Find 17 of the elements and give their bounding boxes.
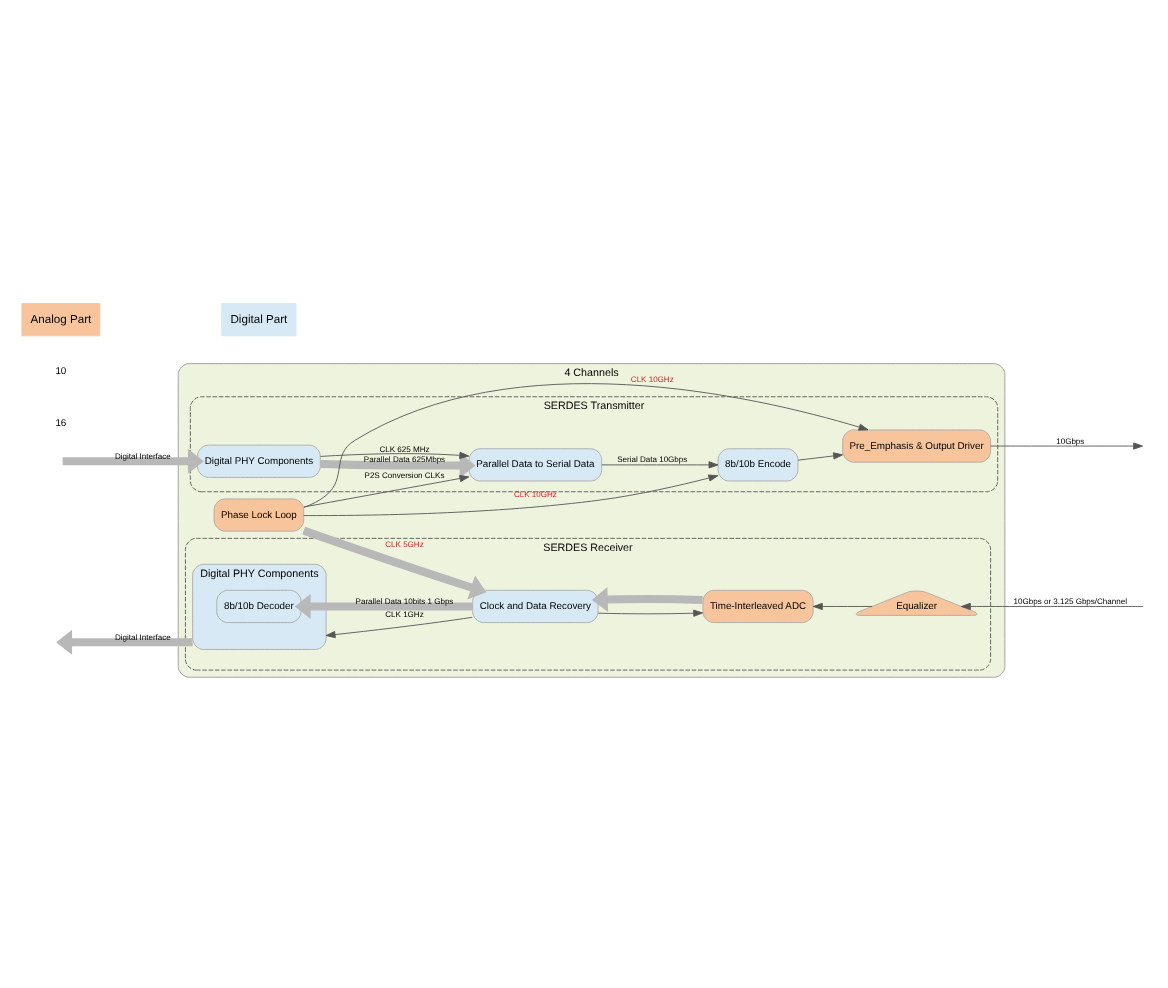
arrow bbox=[319, 451, 470, 459]
arrow bbox=[990, 442, 1144, 450]
arrow bbox=[303, 474, 470, 508]
arrow bbox=[294, 593, 473, 619]
arrow bbox=[325, 616, 473, 639]
arrow bbox=[797, 452, 843, 461]
arrow bbox=[960, 602, 1144, 611]
arrow bbox=[812, 602, 873, 611]
arrow bbox=[597, 609, 704, 617]
arrow bbox=[601, 461, 719, 469]
arrow bbox=[303, 383, 869, 508]
arrow bbox=[302, 526, 487, 600]
arrow bbox=[56, 629, 193, 655]
arrow bbox=[320, 453, 476, 479]
arrow bbox=[591, 586, 703, 612]
arrow bbox=[62, 448, 204, 474]
arrow bbox=[303, 474, 719, 517]
